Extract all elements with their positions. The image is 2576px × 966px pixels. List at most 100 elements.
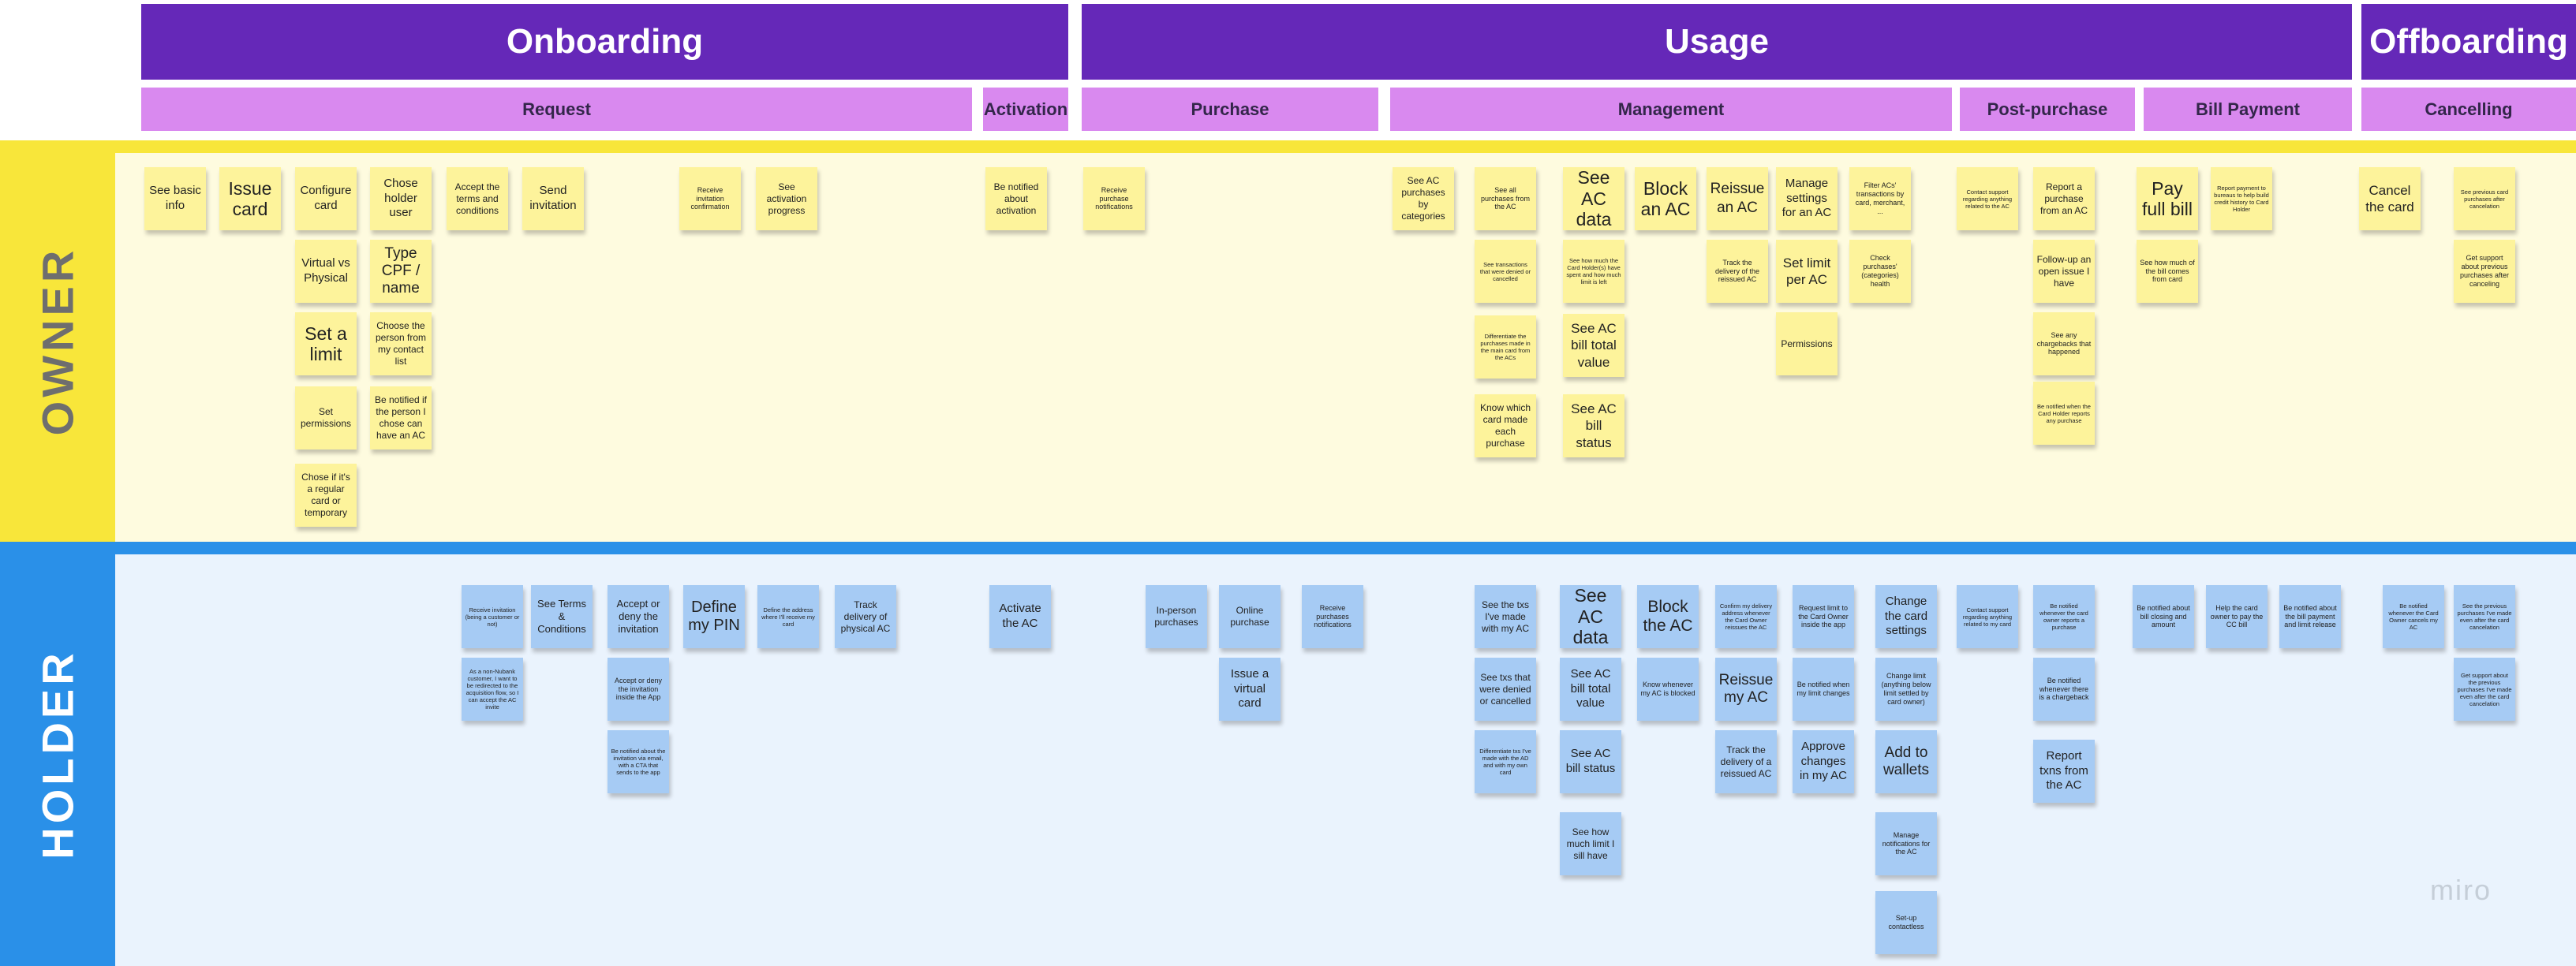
sticky-note[interactable]: Manage notifications for the AC <box>1875 812 1937 875</box>
sticky-note[interactable]: See basic info <box>144 167 206 230</box>
sticky-note[interactable]: Accept or deny the invitation inside the… <box>608 658 669 721</box>
sticky-note[interactable]: Receive purchases notifications <box>1302 585 1363 648</box>
sticky-note[interactable]: See AC purchases by categories <box>1393 167 1454 230</box>
sticky-note[interactable]: Choose the person from my contact list <box>370 312 432 375</box>
sticky-note[interactable]: Be notified when my limit changes <box>1793 658 1854 721</box>
sticky-note[interactable]: Be notified whenever there is a chargeba… <box>2033 658 2095 721</box>
sticky-note[interactable]: Differentiate txs I've made with the AD … <box>1475 730 1536 793</box>
sticky-note[interactable]: Report txns from the AC <box>2033 740 2095 803</box>
sticky-note[interactable]: See AC data <box>1560 585 1621 648</box>
sticky-note[interactable]: Report a purchase from an AC <box>2033 167 2095 230</box>
sticky-note[interactable]: Cancel the card <box>2359 167 2421 230</box>
sticky-note[interactable]: See the txs I've made with my AC <box>1475 585 1536 648</box>
sticky-note[interactable]: Receive purchase notifications <box>1083 167 1145 230</box>
sticky-note[interactable]: Define my PIN <box>683 585 745 648</box>
sticky-note[interactable]: Report payment to bureaus to help build … <box>2211 167 2272 230</box>
sticky-note[interactable]: See AC bill status <box>1560 730 1621 793</box>
sticky-note[interactable]: Track the delivery of a reissued AC <box>1715 730 1777 793</box>
sticky-note[interactable]: Be notified if the person I chose can ha… <box>370 386 432 449</box>
sticky-note[interactable]: Chose if it's a regular card or temporar… <box>295 464 357 527</box>
sticky-note[interactable]: Send invitation <box>522 167 584 230</box>
sticky-note[interactable]: Chose holder user <box>370 167 432 230</box>
sticky-note[interactable]: Issue a virtual card <box>1219 658 1281 721</box>
sticky-note[interactable]: Know which card made each purchase <box>1475 394 1536 457</box>
sticky-note[interactable]: Know whenever my AC is blocked <box>1637 658 1699 721</box>
sticky-note[interactable]: Set-up contactless <box>1875 891 1937 954</box>
stage-cancelling[interactable]: Cancelling <box>2361 88 2576 131</box>
phase-offboarding[interactable]: Offboarding <box>2361 4 2576 80</box>
sticky-note[interactable]: Manage settings for an AC <box>1776 167 1838 230</box>
stage-activation[interactable]: Activation <box>983 88 1068 131</box>
sticky-note[interactable]: Contact support regarding anything relat… <box>1957 585 2018 648</box>
sticky-note[interactable]: Request limit to the Card Owner inside t… <box>1793 585 1854 648</box>
sticky-note[interactable]: Define the address where I'll receive my… <box>757 585 819 648</box>
sticky-note[interactable]: As a non-Nubank customer, I want to be r… <box>462 658 523 721</box>
sticky-note[interactable]: Get support about previous purchases aft… <box>2454 240 2515 303</box>
sticky-note[interactable]: Help the card owner to pay the CC bill <box>2206 585 2268 648</box>
stage-management[interactable]: Management <box>1390 88 1952 131</box>
sticky-note[interactable]: Be notified whenever the card owner repo… <box>2033 585 2095 648</box>
phase-onboarding[interactable]: Onboarding <box>141 4 1068 80</box>
sticky-note[interactable]: See how much of the bill comes from card <box>2137 240 2198 303</box>
sticky-note[interactable]: Type CPF / name <box>370 240 432 303</box>
sticky-note[interactable]: See previous card purchases after cancel… <box>2454 167 2515 230</box>
sticky-note[interactable]: See any chargebacks that happened <box>2033 312 2095 375</box>
sticky-note[interactable]: Issue card <box>219 167 281 230</box>
stage-bill-payment[interactable]: Bill Payment <box>2144 88 2352 131</box>
sticky-note[interactable]: Virtual vs Physical <box>295 240 357 303</box>
sticky-note[interactable]: Block the AC <box>1637 585 1699 648</box>
stage-purchase[interactable]: Purchase <box>1082 88 1378 131</box>
sticky-note[interactable]: See txs that were denied or cancelled <box>1475 658 1536 721</box>
sticky-note[interactable]: Differentiate the purchases made in the … <box>1475 315 1536 379</box>
stage-post-purchase[interactable]: Post-purchase <box>1960 88 2135 131</box>
sticky-note[interactable]: Set permissions <box>295 386 357 449</box>
sticky-note[interactable]: Be notified about the invitation via ema… <box>608 730 669 793</box>
sticky-note[interactable]: Activate the AC <box>989 585 1051 648</box>
sticky-note[interactable]: Filter ACs' transactions by card, mercha… <box>1849 167 1911 230</box>
sticky-note[interactable]: Set a limit <box>295 312 357 375</box>
sticky-note[interactable]: Confirm my delivery address whenever the… <box>1715 585 1777 648</box>
sticky-note[interactable]: Follow-up an open issue I have <box>2033 240 2095 303</box>
sticky-note[interactable]: Be notified about bill closing and amoun… <box>2133 585 2194 648</box>
sticky-note[interactable]: Pay full bill <box>2137 167 2198 230</box>
sticky-note[interactable]: Be notified about the bill payment and l… <box>2279 585 2341 648</box>
sticky-note[interactable]: Be notified whenever the Card Owner canc… <box>2383 585 2444 648</box>
sticky-note[interactable]: Receive invitation confirmation <box>679 167 741 230</box>
sticky-note[interactable]: Be notified when the Card Holder reports… <box>2033 382 2095 445</box>
sticky-note[interactable]: Online purchase <box>1219 585 1281 648</box>
sticky-note[interactable]: Configure card <box>295 167 357 230</box>
sticky-note[interactable]: Get support about the previous purchases… <box>2454 658 2515 721</box>
sticky-note[interactable]: See how much the Card Holder(s) have spe… <box>1563 240 1624 303</box>
sticky-note[interactable]: Receive invitation (being a customer or … <box>462 585 523 648</box>
sticky-note[interactable]: Add to wallets <box>1875 730 1937 793</box>
holder-lane-label: HOLDER <box>32 648 83 860</box>
sticky-note[interactable]: Block an AC <box>1635 167 1696 230</box>
sticky-note[interactable]: See activation progress <box>756 167 817 230</box>
phase-usage[interactable]: Usage <box>1082 4 2352 80</box>
sticky-note[interactable]: In-person purchases <box>1146 585 1207 648</box>
sticky-note[interactable]: Reissue my AC <box>1715 658 1777 721</box>
sticky-note[interactable]: See Terms & Conditions <box>531 585 593 648</box>
sticky-note[interactable]: See AC data <box>1563 167 1624 230</box>
sticky-note[interactable]: See AC bill total value <box>1563 314 1624 377</box>
sticky-note[interactable]: Be notified about activation <box>985 167 1047 230</box>
sticky-note[interactable]: Permissions <box>1776 312 1838 375</box>
sticky-note[interactable]: See AC bill status <box>1563 394 1624 457</box>
sticky-note[interactable]: Change the card settings <box>1875 585 1937 648</box>
sticky-note[interactable]: See AC bill total value <box>1560 658 1621 721</box>
sticky-note[interactable]: Approve changes in my AC <box>1793 730 1854 793</box>
sticky-note[interactable]: Track delivery of physical AC <box>835 585 896 648</box>
sticky-note[interactable]: See how much limit I sill have <box>1560 812 1621 875</box>
sticky-note[interactable]: Check purchases' (categories) health <box>1849 240 1911 303</box>
sticky-note[interactable]: Set limit per AC <box>1776 240 1838 303</box>
sticky-note[interactable]: Accept the terms and conditions <box>447 167 508 230</box>
sticky-note[interactable]: See transactions that were denied or can… <box>1475 240 1536 303</box>
sticky-note[interactable]: Accept or deny the invitation <box>608 585 669 648</box>
sticky-note[interactable]: Contact support regarding anything relat… <box>1957 167 2018 230</box>
sticky-note[interactable]: Change limit (anything below limit settl… <box>1875 658 1937 721</box>
stage-request[interactable]: Request <box>141 88 972 131</box>
sticky-note[interactable]: See all purchases from the AC <box>1475 167 1536 230</box>
sticky-note[interactable]: Track the delivery of the reissued AC <box>1707 240 1768 303</box>
sticky-note[interactable]: Reissue an AC <box>1707 167 1768 230</box>
sticky-note[interactable]: See the previous purchases I've made eve… <box>2454 585 2515 648</box>
